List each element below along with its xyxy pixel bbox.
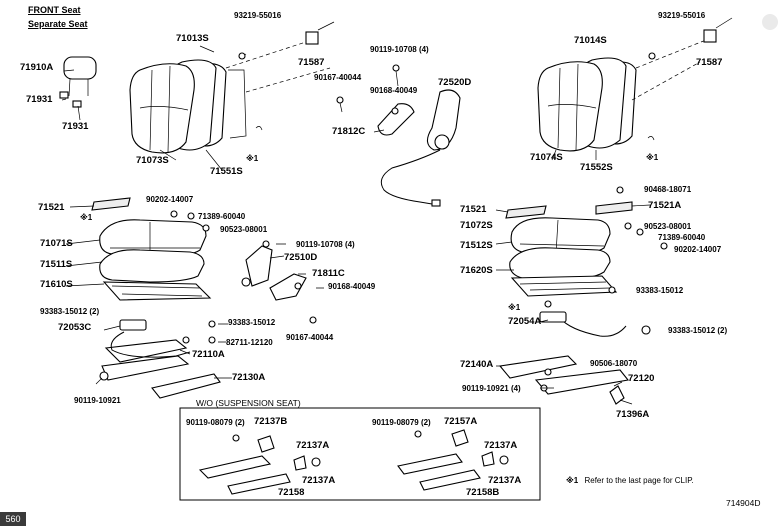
label-72140A: 72140A [460, 359, 494, 370]
label-71620S: 71620S [460, 265, 493, 276]
label-71521L: 71521 [38, 202, 65, 213]
label-72520D: 72520D [438, 77, 472, 88]
label-93383R1: 93383-15012 [636, 286, 684, 295]
suspension-parts [198, 429, 509, 495]
label-x1d: ※1 [508, 303, 521, 312]
label-71587L: 71587 [298, 57, 325, 68]
label-71610S: 71610S [40, 279, 73, 290]
label-90506: 90506-18070 [590, 359, 638, 368]
label-71511S: 71511S [40, 259, 73, 270]
label-71389R: 71389-60040 [658, 233, 706, 242]
label-71812C: 71812C [332, 126, 366, 137]
cushion-left [91, 197, 212, 301]
label-71512S: 71512S [460, 240, 493, 251]
label-71073S: 71073S [136, 155, 169, 166]
label-82711: 82711-12120 [226, 338, 273, 347]
label-90119b: 90119-10708 (4) [296, 240, 355, 249]
label-90202R: 90202-14007 [674, 245, 722, 254]
clip-note: ※1 Refer to the last page for CLIP. [566, 476, 694, 485]
label-71521A: 71521A [648, 200, 682, 211]
label-71811C: 71811C [312, 268, 345, 279]
label-71910A: 71910A [20, 62, 54, 73]
label-93383L2: 93383-15012 [228, 318, 276, 327]
label-72053C: 72053C [58, 322, 92, 333]
label-93219L: 93219-55016 [234, 11, 282, 20]
label-71552S: 71552S [580, 162, 613, 173]
rails-right [498, 311, 651, 405]
label-93383R2: 93383-15012 (2) [668, 326, 728, 335]
label-71072S: 71072S [460, 220, 493, 231]
seatback-right [537, 57, 637, 152]
label-71587R: 71587 [696, 57, 723, 68]
label-x1a: ※1 [246, 154, 259, 163]
label-90168a: 90168-40049 [370, 86, 418, 95]
label-71071S: 71071S [40, 238, 73, 249]
label-72120: 72120 [628, 373, 655, 384]
label-72157A: 72157A [444, 416, 478, 427]
clip-note-mark: ※1 [566, 476, 579, 485]
header-line2: Separate Seat [28, 19, 88, 29]
label-72137Ad: 72137A [488, 475, 522, 486]
label-90202L: 90202-14007 [146, 195, 194, 204]
page-badge: 560 [0, 512, 26, 526]
label-71931a: 71931 [26, 94, 53, 105]
label-90468: 90468-18071 [644, 185, 692, 194]
label-71396A: 71396A [616, 409, 650, 420]
label-71521R: 71521 [460, 204, 487, 215]
label-72137Aa: 72137A [296, 440, 330, 451]
brackets-left [241, 240, 317, 324]
headrest-left [59, 56, 97, 108]
label-90119a: 90119-10708 (4) [370, 45, 429, 54]
label-72137Ab: 72137A [302, 475, 336, 486]
leader-lines [61, 45, 651, 405]
header-line1: FRONT Seat [28, 5, 81, 15]
label-72137Ac: 72137A [484, 440, 518, 451]
label-90523R: 90523-08001 [644, 222, 692, 231]
label-90119f: 90119-08079 (2) [372, 418, 431, 427]
label-71551S: 71551S [210, 166, 243, 177]
label-72510D: 72510D [284, 252, 318, 263]
clip-note-text: Refer to the last page for CLIP. [584, 476, 694, 485]
label-71931b: 71931 [62, 121, 89, 132]
label-90119d: 90119-10921 (4) [462, 384, 521, 393]
close-icon[interactable] [762, 14, 778, 30]
figure-code: 714904D [726, 498, 761, 508]
label-72054A: 72054A [508, 316, 542, 327]
label-93219R: 93219-55016 [658, 11, 706, 20]
label-72158B: 72158B [466, 487, 500, 498]
label-71389L: 71389-60040 [198, 212, 246, 221]
label-90119c: 90119-10921 [74, 396, 121, 405]
label-72110A: 72110A [192, 349, 225, 360]
label-71013S: 71013S [176, 33, 209, 44]
label-90167a: 90167-40044 [314, 73, 362, 82]
label-90168b: 90168-40049 [328, 282, 376, 291]
label-71014S: 71014S [574, 35, 607, 46]
label-72137B: 72137B [254, 416, 288, 427]
suspension-box [179, 407, 541, 501]
label-90119e: 90119-08079 (2) [186, 418, 245, 427]
seatback-left [129, 59, 247, 154]
recliner-left [336, 64, 461, 207]
label-90167b: 90167-40044 [286, 333, 334, 342]
rails-left [99, 319, 221, 399]
box-title: W/O (SUSPENSION SEAT) [196, 398, 301, 408]
label-x1c: ※1 [646, 153, 659, 162]
cushion-right [505, 201, 633, 297]
label-72158: 72158 [278, 487, 305, 498]
label-90523L: 90523-08001 [220, 225, 268, 234]
label-x1b: ※1 [80, 213, 93, 222]
label-71074S: 71074S [530, 152, 563, 163]
label-93383L1: 93383-15012 (2) [40, 307, 100, 316]
label-72130A: 72130A [232, 372, 266, 383]
